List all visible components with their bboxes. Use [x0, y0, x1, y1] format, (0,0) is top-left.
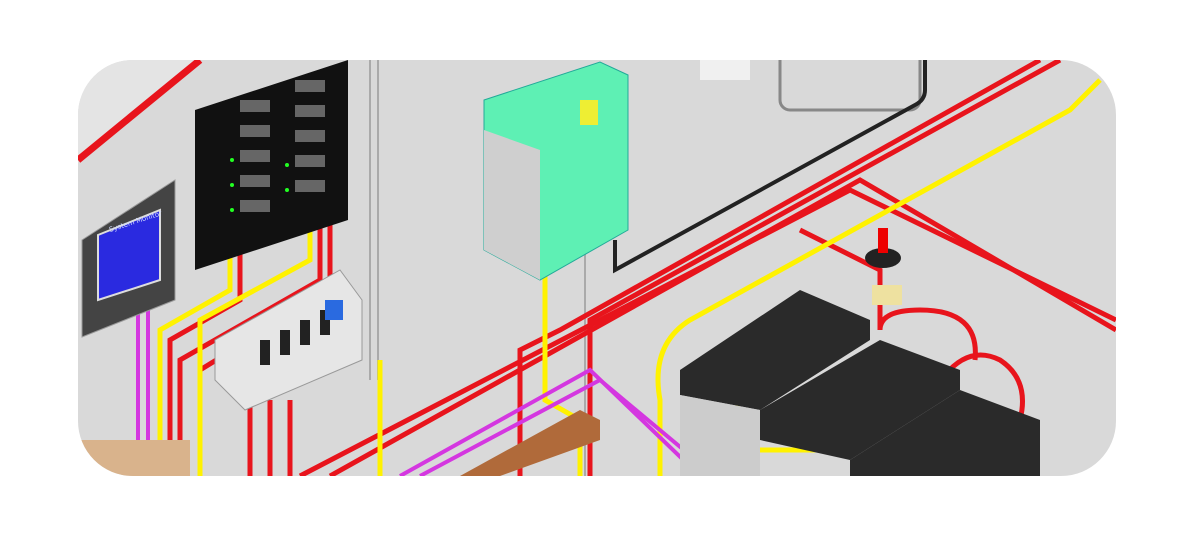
red-wires [167, 60, 1116, 476]
battery-charger [483, 61, 629, 281]
breaker-panel [195, 60, 348, 270]
battery-switch [865, 228, 902, 305]
batteries [680, 290, 1040, 476]
bus-bar [460, 410, 600, 476]
fuse-box [214, 269, 363, 411]
black-wire [613, 60, 927, 274]
